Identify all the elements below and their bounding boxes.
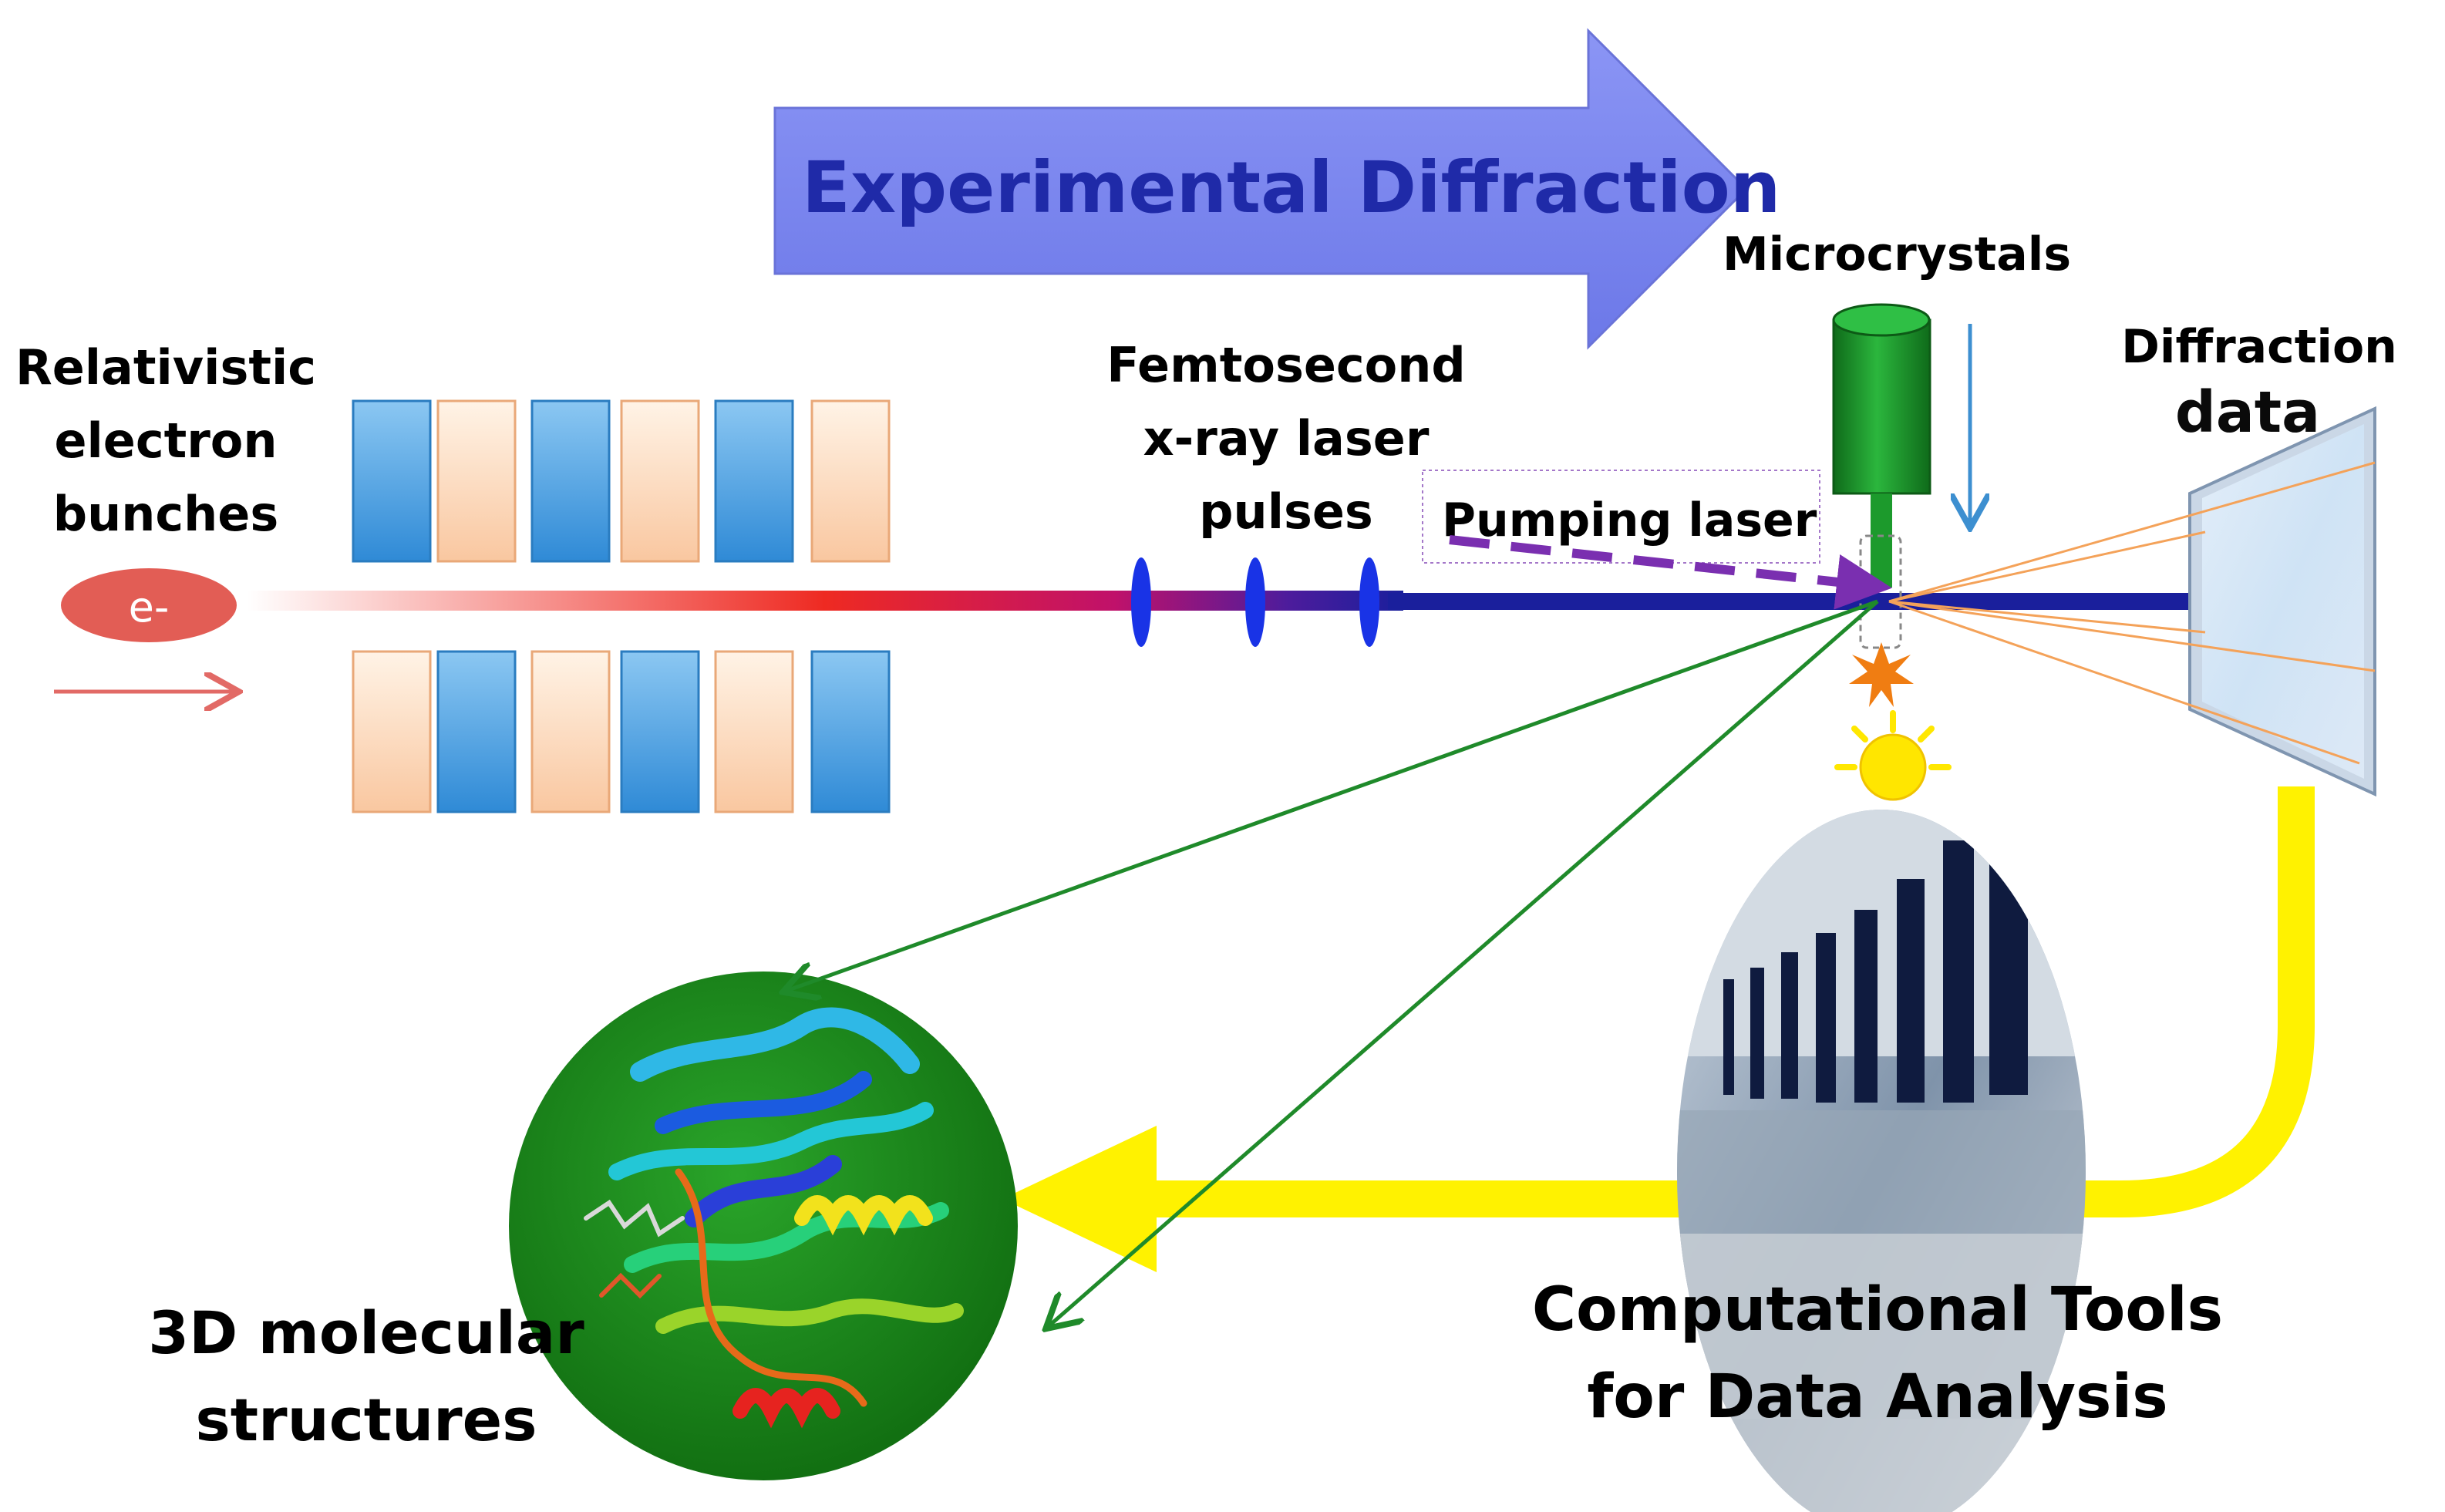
scattered-rays bbox=[1888, 461, 2376, 765]
undulator-magnet-orange bbox=[530, 650, 611, 813]
beam-line bbox=[247, 591, 2275, 611]
experimental-diffraction-banner: Experimental Diffraction bbox=[773, 28, 1780, 350]
data-flow-arrow bbox=[1002, 786, 2315, 1272]
undulator-magnet-blue bbox=[352, 399, 432, 563]
structures-label-line-2: structures bbox=[196, 1386, 537, 1454]
electron-bunch: e- bbox=[54, 562, 243, 692]
electron-oval bbox=[55, 562, 243, 648]
electron-label: Relativistic electron bunches bbox=[15, 339, 316, 542]
undulator-magnet-orange bbox=[352, 650, 432, 813]
laser-pulse-icon bbox=[1359, 557, 1379, 647]
pulses-label: Femtosecond x-ray laser pulses bbox=[1106, 337, 1466, 540]
structures-label-line-1: 3D molecular bbox=[148, 1298, 584, 1367]
undulator-magnet-orange bbox=[620, 399, 700, 563]
electron-label-line-1: Relativistic bbox=[15, 339, 316, 396]
injector-top bbox=[1832, 303, 1931, 337]
diffraction-data-label: data bbox=[2175, 379, 2320, 446]
pumping-laser-label: Pumping laser bbox=[1442, 493, 1817, 547]
banner-title: Experimental Diffraction bbox=[802, 146, 1780, 229]
structures-label: 3D molecular structures bbox=[148, 1298, 584, 1454]
xray-beam bbox=[1388, 593, 2275, 610]
diffraction-detector: Diffraction data bbox=[1888, 320, 2397, 797]
microcrystals-label: Microcrystals bbox=[1723, 227, 2071, 281]
electron-label-line-2: electron bbox=[54, 413, 277, 469]
pumping-laser: Pumping laser bbox=[1422, 470, 1892, 610]
tools-label-line-1: Computational Tools bbox=[1532, 1275, 2223, 1345]
electron-beam bbox=[247, 591, 1403, 611]
green-arrow-2 bbox=[1049, 600, 1879, 1326]
banner-arrow-shape bbox=[773, 28, 1749, 350]
tools-label-line-2: for Data Analysis bbox=[1587, 1362, 2167, 1432]
pumping-laser-beam bbox=[1449, 535, 1892, 610]
undulator bbox=[352, 399, 891, 813]
pulses-label-line-1: Femtosecond bbox=[1106, 337, 1466, 393]
injector-body bbox=[1832, 318, 1931, 495]
undulator-magnet-blue bbox=[436, 650, 517, 813]
reconstruction-arrows bbox=[786, 599, 1879, 1326]
undulator-magnet-blue bbox=[530, 399, 611, 563]
electron-label-line-3: bunches bbox=[53, 486, 279, 542]
spark-icon bbox=[1849, 642, 1914, 707]
laser-pulse-icon bbox=[1131, 557, 1151, 647]
data-flow-arrowhead bbox=[1002, 1126, 1157, 1272]
sun-icon bbox=[1834, 710, 1952, 801]
pulses-label-line-2: x-ray laser bbox=[1143, 410, 1430, 466]
electron-symbol: e- bbox=[129, 583, 170, 631]
undulator-magnet-orange bbox=[810, 399, 891, 563]
microcrystal-injector: Microcrystals bbox=[1723, 227, 2071, 649]
undulator-magnet-blue bbox=[714, 399, 794, 563]
protein-ribbon-icon bbox=[509, 972, 1018, 1480]
pumping-laser-box bbox=[1422, 470, 1820, 564]
tools-label: Computational Tools for Data Analysis bbox=[1532, 1275, 2223, 1432]
interaction-region bbox=[1859, 534, 1902, 649]
pulses-label-line-3: pulses bbox=[1199, 483, 1373, 540]
undulator-magnet-orange bbox=[714, 650, 794, 813]
undulator-magnet-orange bbox=[436, 399, 517, 563]
diffraction-label: Diffraction bbox=[2121, 320, 2397, 374]
data-flow-path bbox=[1118, 786, 2315, 1217]
laser-pulse-icon bbox=[1245, 557, 1265, 647]
injector-nozzle bbox=[1871, 493, 1892, 588]
undulator-magnet-blue bbox=[620, 650, 700, 813]
green-arrow-1 bbox=[786, 599, 1878, 991]
undulator-magnet-blue bbox=[810, 650, 891, 813]
xray-pulses bbox=[1131, 557, 1379, 647]
detector-screen bbox=[2202, 424, 2364, 779]
